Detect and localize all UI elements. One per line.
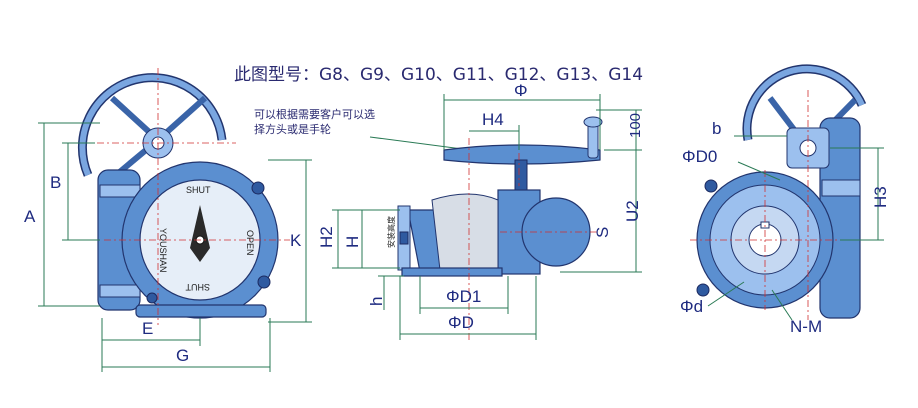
side-handwheel	[443, 144, 601, 165]
dim-E-label: E	[142, 319, 153, 338]
dim-D0-label: ΦD0	[682, 147, 717, 166]
dial-shut-bottom-label: SHUT	[185, 282, 210, 292]
drawing-title: 此图型号：G8、G9、G10、G11、G12、G13、G14	[234, 65, 643, 85]
note-leader	[369, 136, 471, 151]
dial-shut-top-label: SHUT	[186, 185, 211, 195]
dim-H3-label: H3	[871, 186, 890, 208]
dim-b-label: b	[712, 119, 721, 138]
dim-phi-label: Φ	[514, 81, 528, 100]
dim-H2-label: H2	[317, 226, 336, 248]
dim-NM-label: N-M	[790, 317, 822, 336]
dim-A-label: A	[24, 207, 36, 226]
dim-d-label: Φd	[680, 297, 703, 316]
dim-U2-label: U2	[623, 200, 642, 222]
dim-D-label: ΦD	[448, 313, 474, 332]
side-view: Φ H4 100 U2 S H2 H 安装高度 h ΦD1 ΦD	[317, 81, 644, 340]
dim-H4-label: H4	[482, 110, 504, 129]
dim-h-label: h	[367, 297, 386, 306]
dim-G-label: G	[176, 346, 189, 365]
dial-open-label: OPEN	[245, 230, 255, 256]
front-view: SHUT SHUT OPEN YOUSHAN A B K E G	[24, 68, 312, 372]
position-pointer	[190, 205, 210, 262]
dim-100-label: 100	[627, 113, 644, 138]
side-gear-cover	[431, 193, 499, 271]
rear-view: b ΦD0 H3 Φd N-M	[680, 64, 890, 336]
dial-brand-label: YOUSHAN	[158, 228, 168, 273]
dim-S-label: S	[593, 227, 612, 238]
note-line-2: 择方头或是手轮	[254, 122, 331, 136]
install-height-label: 安装高度	[386, 216, 396, 248]
front-handwheel-rim	[77, 73, 227, 177]
dim-H-label: H	[343, 236, 362, 248]
dim-D1-label: ΦD1	[446, 287, 481, 306]
dim-K-label: K	[290, 231, 302, 250]
dim-B-label: B	[50, 173, 61, 192]
note-line-1: 可以根据需要客户可以选	[254, 107, 375, 121]
